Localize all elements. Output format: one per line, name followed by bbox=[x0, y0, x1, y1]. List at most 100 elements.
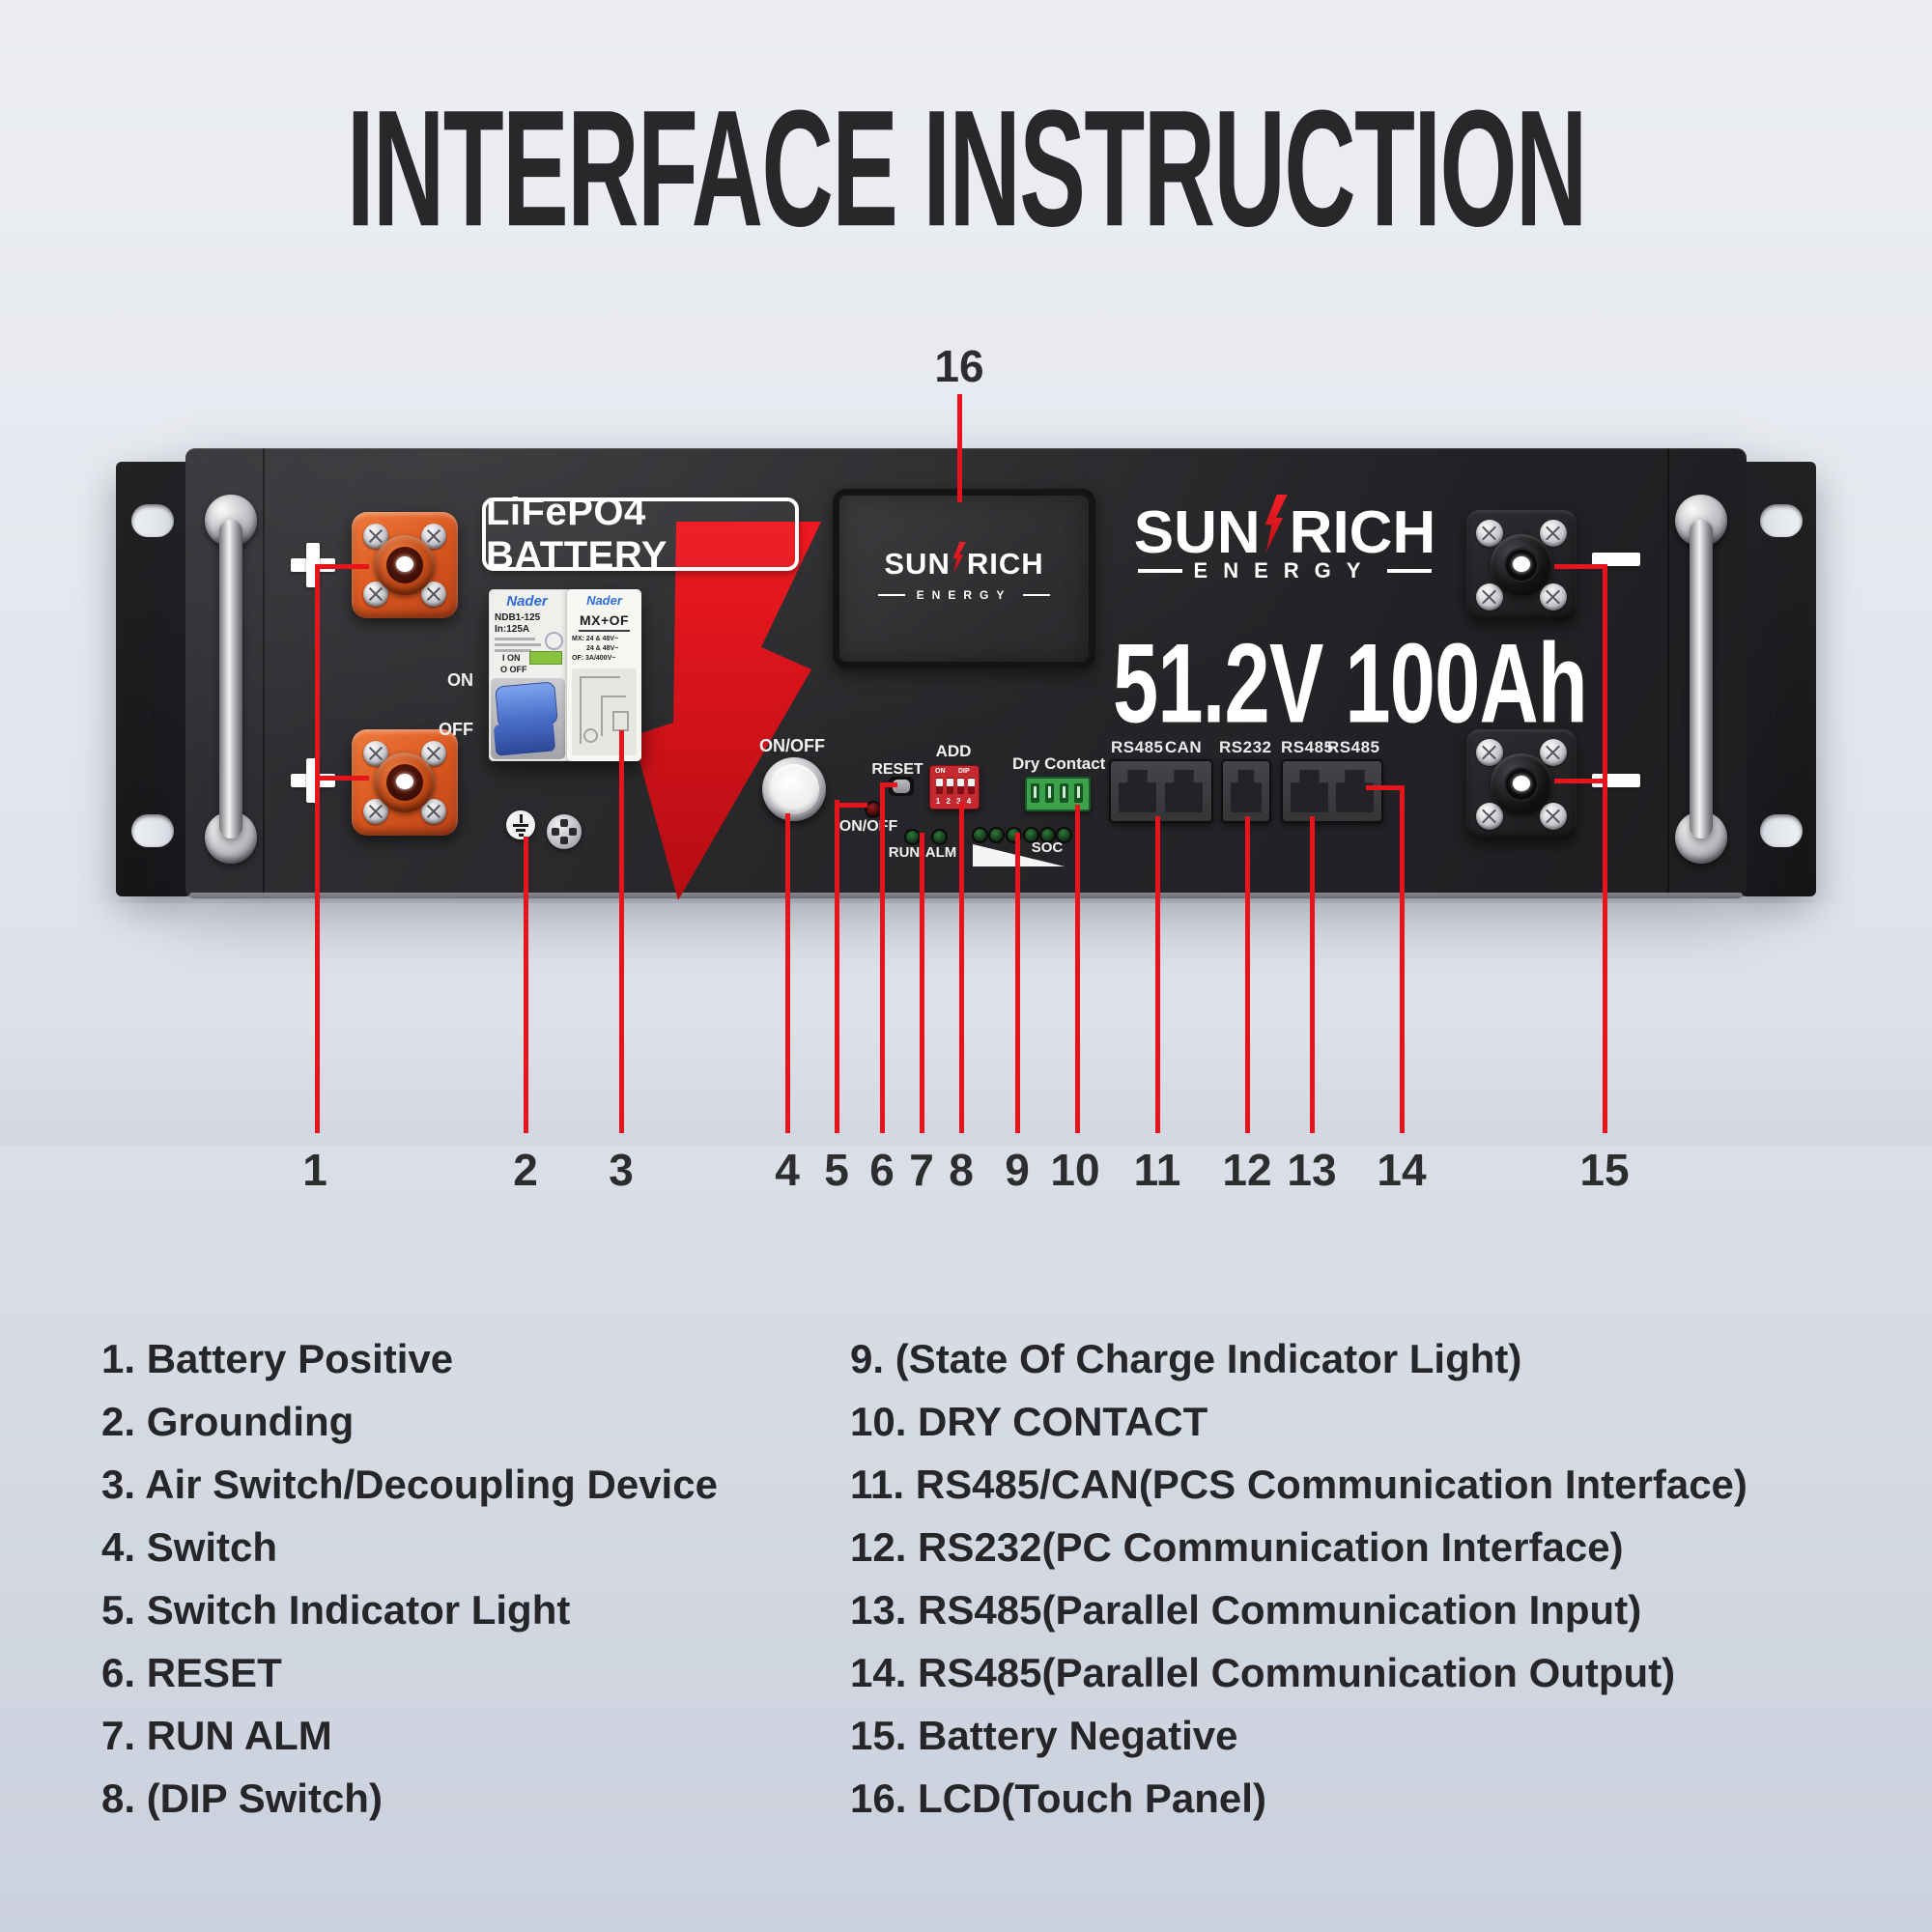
soc-led bbox=[972, 827, 988, 843]
screw bbox=[1540, 520, 1567, 547]
callout-number-16: 16 bbox=[934, 341, 984, 391]
legend-item: 6. RESET bbox=[101, 1650, 282, 1695]
port-label-rs485-in: RS485 bbox=[1281, 738, 1334, 756]
breaker-toggle-frame bbox=[491, 678, 565, 759]
callout-number-3: 3 bbox=[609, 1145, 634, 1195]
rj45-port bbox=[1336, 770, 1374, 812]
callout-number-4: 4 bbox=[775, 1145, 800, 1195]
callout-line-10 bbox=[1075, 805, 1080, 1133]
callout-stub bbox=[1554, 564, 1605, 569]
fine-print-line bbox=[495, 649, 531, 652]
screw bbox=[1476, 583, 1503, 611]
brand-bolt-icon bbox=[1264, 495, 1288, 553]
breaker-model: NDB1-125 bbox=[495, 612, 541, 623]
rj45-port bbox=[1119, 770, 1156, 812]
on-off-led-label: ON/OFF bbox=[838, 818, 898, 835]
callout-number-13: 13 bbox=[1287, 1145, 1337, 1195]
callout-line-4 bbox=[785, 813, 790, 1133]
badge-label: LiFePO4 BATTERY bbox=[486, 491, 668, 577]
callout-number-10: 10 bbox=[1050, 1145, 1100, 1195]
dip-switch: ON DIP 1 2 3 4 bbox=[929, 765, 980, 810]
breaker-off-mark: O OFF bbox=[500, 665, 527, 674]
breaker-on-indicator bbox=[529, 651, 562, 665]
dip-on-label: ON bbox=[935, 768, 946, 775]
aux-spec: 24 & 48V~ bbox=[586, 645, 619, 652]
legend-right-column: 9. (State Of Charge Indicator Light) 10.… bbox=[850, 1337, 1747, 1839]
grounding-terminal bbox=[506, 810, 535, 839]
run-led bbox=[904, 829, 921, 845]
soc-led bbox=[1056, 827, 1072, 843]
callout-line-15 bbox=[1603, 564, 1607, 1133]
callout-line-11 bbox=[1155, 816, 1160, 1133]
aux-type: MX+OF bbox=[579, 612, 630, 628]
dry-contact-label: Dry Contact bbox=[1012, 754, 1106, 773]
alm-label: ALM bbox=[924, 844, 957, 861]
legend-item: 9. (State Of Charge Indicator Light) bbox=[850, 1336, 1522, 1381]
air-switch-breaker: Nader NDB1-125 In:125A I ON O OFF Nader … bbox=[489, 589, 641, 761]
battery-positive-terminal bbox=[352, 729, 458, 836]
callout-number-11: 11 bbox=[1133, 1145, 1181, 1195]
reset-label: RESET bbox=[871, 761, 923, 778]
aux-underline bbox=[579, 630, 630, 632]
legend-item: 10. DRY CONTACT bbox=[850, 1399, 1208, 1444]
port-label-rs485-out: RS485 bbox=[1327, 738, 1380, 756]
callout-line-2 bbox=[524, 837, 528, 1133]
legend-item: 1. Battery Positive bbox=[101, 1336, 454, 1381]
callout-line-1 bbox=[315, 564, 320, 1133]
callout-line-14 bbox=[1400, 785, 1405, 1133]
breaker-toggle-flap bbox=[493, 720, 556, 756]
on-off-button bbox=[762, 757, 826, 821]
breaker-brand: Nader bbox=[506, 593, 548, 610]
battery-positive-terminal bbox=[352, 512, 458, 618]
breaker-on-mark: I ON bbox=[502, 653, 521, 663]
mounting-hole bbox=[1760, 504, 1803, 537]
callout-stub bbox=[882, 782, 897, 787]
callout-line-16 bbox=[957, 394, 962, 502]
panel-seam bbox=[263, 448, 265, 898]
callout-line-6 bbox=[880, 782, 885, 1133]
callout-stub bbox=[837, 803, 867, 808]
mounting-hole bbox=[1760, 814, 1803, 847]
legend-item: 16. LCD(Touch Panel) bbox=[850, 1776, 1266, 1821]
callout-number-6: 6 bbox=[869, 1145, 895, 1195]
fine-print-line bbox=[495, 638, 535, 640]
handle-right bbox=[1690, 520, 1713, 838]
rj45-port bbox=[1291, 770, 1328, 812]
callout-number-8: 8 bbox=[949, 1145, 974, 1195]
rs232-port bbox=[1221, 759, 1271, 823]
handle-left bbox=[219, 520, 242, 838]
aux-spec: MX: 24 & 48V~ bbox=[572, 636, 619, 642]
legend-left-column: 1. Battery Positive 2. Grounding 3. Air … bbox=[101, 1337, 718, 1839]
callout-number-1: 1 bbox=[302, 1145, 327, 1195]
callout-stub bbox=[319, 776, 369, 781]
battery-negative-terminal bbox=[1466, 510, 1577, 620]
callout-line-12 bbox=[1245, 816, 1250, 1133]
legend-item: 11. RS485/CAN(PCS Communication Interfac… bbox=[850, 1462, 1747, 1507]
rs485-parallel-ports bbox=[1281, 759, 1383, 823]
header: INTERFACE INSTRUCTION bbox=[0, 73, 1932, 261]
callout-number-15: 15 bbox=[1579, 1145, 1630, 1195]
breaker-on-label: ON bbox=[447, 670, 473, 690]
screw bbox=[1476, 520, 1503, 547]
dry-contact-block bbox=[1025, 777, 1091, 811]
port-label-can: CAN bbox=[1164, 738, 1203, 756]
on-off-button-label: ON/OFF bbox=[759, 736, 825, 755]
cert-mark bbox=[545, 632, 563, 650]
soc-led bbox=[1023, 827, 1039, 843]
callout-number-14: 14 bbox=[1377, 1145, 1427, 1195]
page-title: INTERFACE INSTRUCTION bbox=[346, 75, 1587, 261]
callout-stub bbox=[1366, 785, 1402, 790]
legend-item: 13. RS485(Parallel Communication Input) bbox=[850, 1587, 1642, 1633]
product-badge: LiFePO4 BATTERY bbox=[482, 491, 799, 577]
port-label-rs232: RS232 bbox=[1219, 738, 1272, 756]
callout-line-9 bbox=[1015, 833, 1020, 1133]
legend-item: 12. RS232(PC Communication Interface) bbox=[850, 1524, 1624, 1570]
rack-ear-left bbox=[116, 462, 191, 896]
soc-label: SOC bbox=[1031, 839, 1064, 856]
callout-line-3 bbox=[619, 730, 624, 1133]
callout-number-2: 2 bbox=[513, 1145, 538, 1195]
callout-line-8 bbox=[959, 802, 964, 1133]
